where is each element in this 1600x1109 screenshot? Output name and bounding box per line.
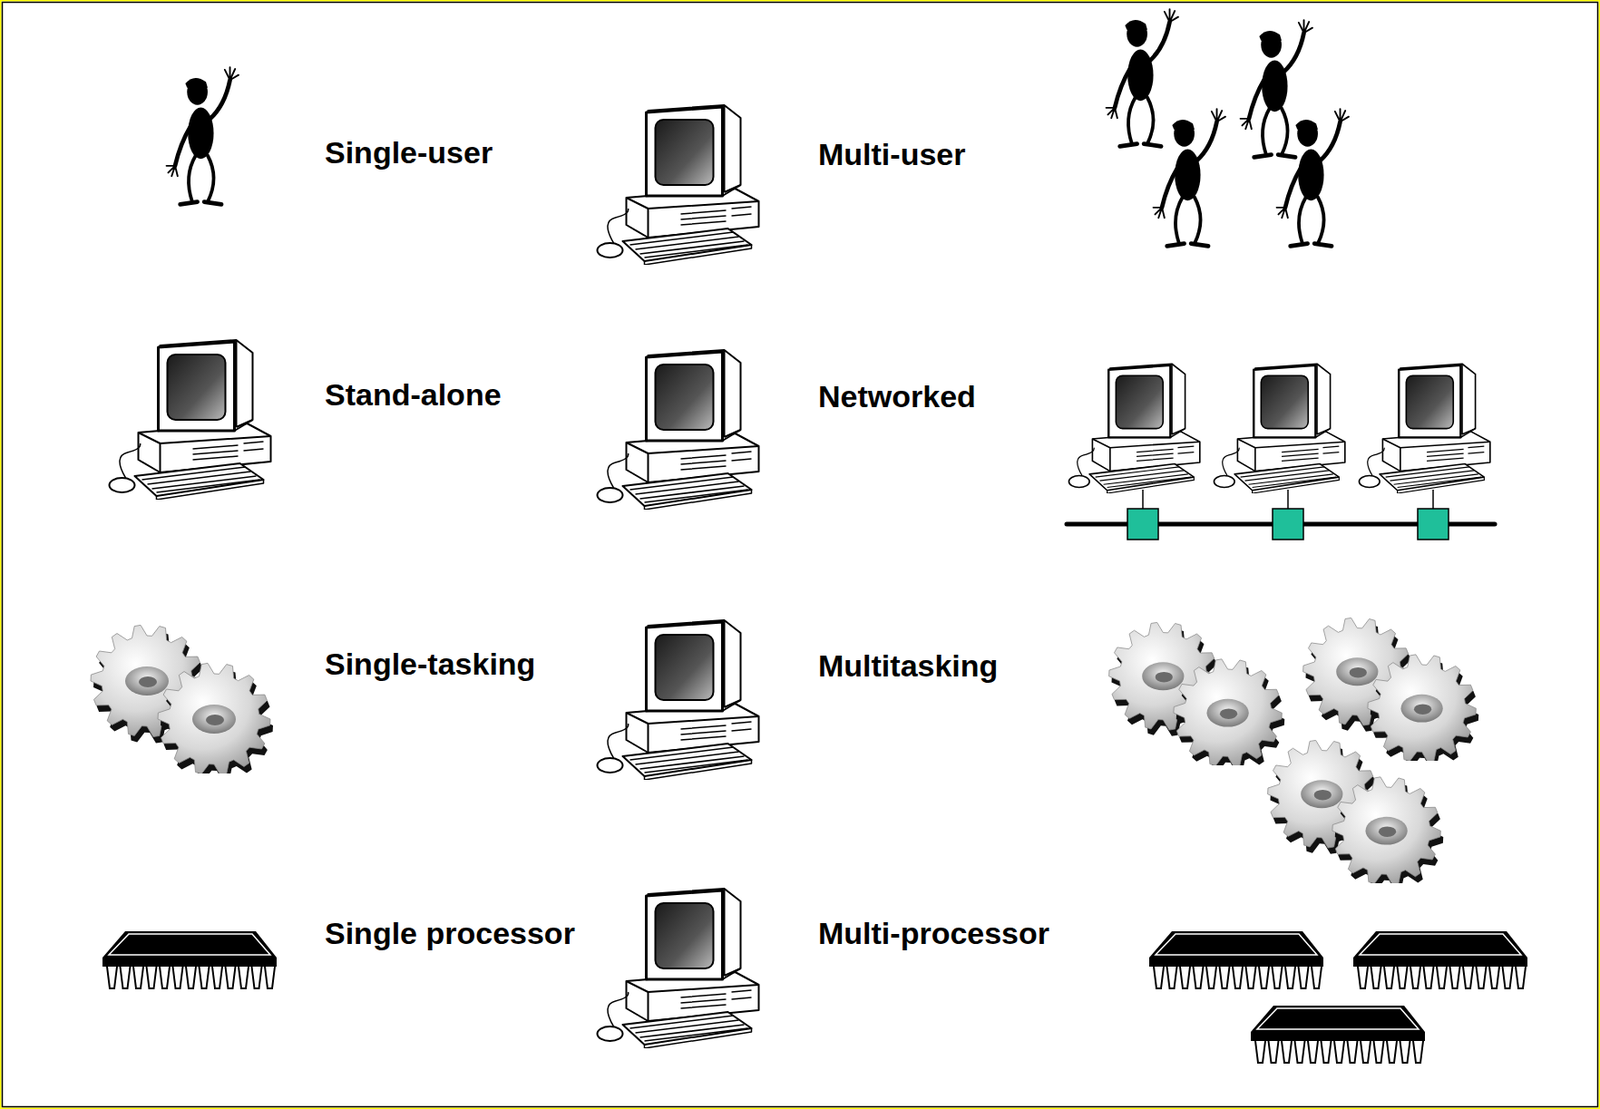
category-label: Multitasking [818, 646, 998, 685]
computer-icon [597, 105, 760, 265]
category-label: Networked [818, 377, 976, 416]
network-drop [1141, 489, 1144, 509]
category-label: Multi-processor [818, 914, 1050, 953]
network-drop [1287, 489, 1289, 509]
gear-icon [1109, 622, 1286, 773]
computer-icon [1068, 363, 1200, 494]
computer-icon [1213, 363, 1345, 494]
category-label: Single-tasking [324, 644, 536, 683]
network-tap [1127, 508, 1159, 540]
category-label: Single-user [324, 133, 493, 172]
computer-icon [1358, 363, 1490, 494]
network-drop [1432, 489, 1435, 509]
network-tap [1417, 508, 1449, 540]
gear-icon [1268, 740, 1444, 891]
user-figure [1277, 108, 1349, 246]
gear-icon [1303, 617, 1480, 769]
processor-chip [1250, 1005, 1425, 1064]
user-figure [1153, 108, 1226, 246]
user-figure [1106, 9, 1179, 147]
computer-icon [109, 340, 272, 500]
gear-icon [90, 624, 274, 781]
computer-icon [597, 620, 760, 781]
category-label: Multi-user [818, 135, 966, 174]
computer-icon [597, 350, 760, 510]
processor-chip [1149, 931, 1324, 989]
user-figure [166, 67, 239, 205]
category-label: Stand-alone [324, 375, 502, 414]
processor-chip [102, 931, 277, 989]
category-label: Single processor [324, 914, 576, 953]
computer-icon [597, 888, 760, 1049]
processor-chip [1353, 931, 1528, 989]
network-tap [1272, 508, 1304, 540]
